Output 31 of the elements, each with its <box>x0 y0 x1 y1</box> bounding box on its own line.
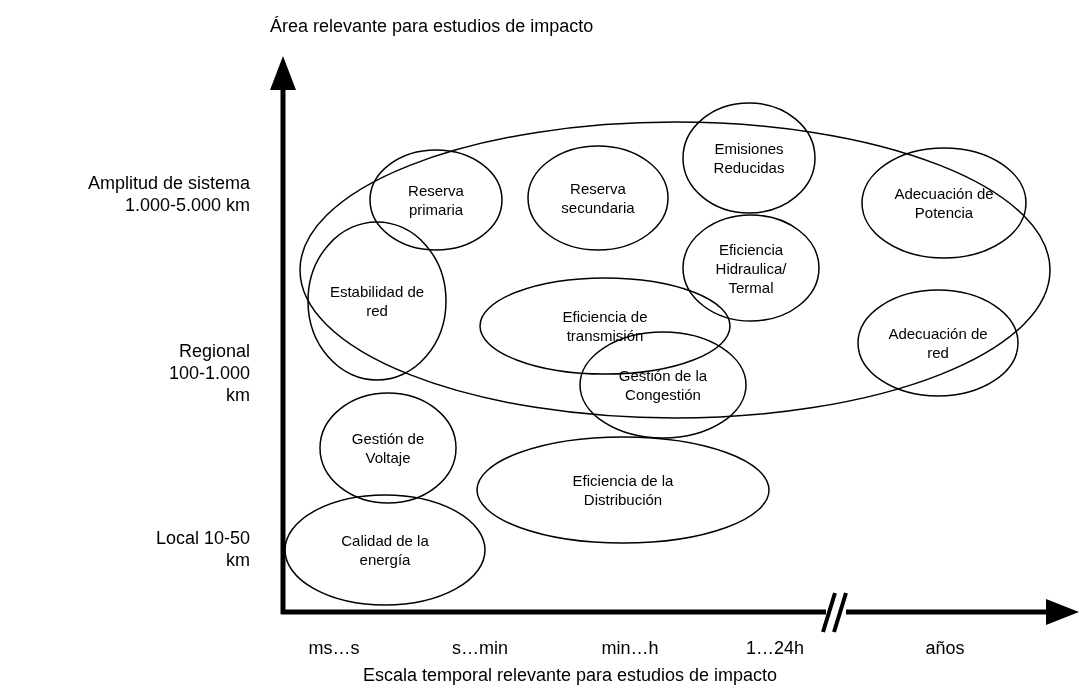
node-label: Adecuación de red <box>887 324 989 362</box>
ellipse-node <box>370 150 502 250</box>
node-label: Reserva secundaria <box>560 179 636 217</box>
ellipse-node <box>862 148 1026 258</box>
ellipse-node <box>285 495 485 605</box>
ellipse-node <box>528 146 668 250</box>
axis-title: Escala temporal relevante para estudios de impacto <box>362 664 778 686</box>
node-label: Gestión de la Congestión <box>617 366 709 404</box>
axis-tick-label: años <box>925 637 965 659</box>
axis-tick-label: s…min <box>452 637 508 659</box>
ellipse-node <box>683 103 815 213</box>
node-label: Gestión de Voltaje <box>350 429 426 467</box>
region-ellipse <box>300 122 1050 418</box>
axis-tick-label: 1…24h <box>746 637 804 659</box>
axis-tick-label: min…h <box>601 637 659 659</box>
axis-title: Área relevante para estudios de impacto <box>270 15 594 37</box>
node-label: Eficiencia de transmisión <box>561 307 649 345</box>
axis-tick-label: ms…s <box>308 637 360 659</box>
node-label: Reserva primaria <box>407 181 465 219</box>
node-label: Emisiones Reducidas <box>712 139 786 177</box>
node-label: Calidad de la energía <box>340 531 430 569</box>
ellipse-node <box>477 437 769 543</box>
ellipse-node <box>683 215 819 321</box>
axis-label: Amplitud de sistema 1.000-5.000 km <box>86 172 250 216</box>
node-label: Adecuación de Potencia <box>893 184 995 222</box>
axis-label: Local 10-50 km <box>154 527 250 571</box>
ellipse-node <box>320 393 456 503</box>
node-label: Eficiencia Hidraulica/ Termal <box>714 239 788 297</box>
node-label: Eficiencia de la Distribución <box>571 471 675 509</box>
node-label: Estabilidad de red <box>328 282 426 320</box>
axis-label: Regional 100-1.000 km <box>167 340 250 406</box>
